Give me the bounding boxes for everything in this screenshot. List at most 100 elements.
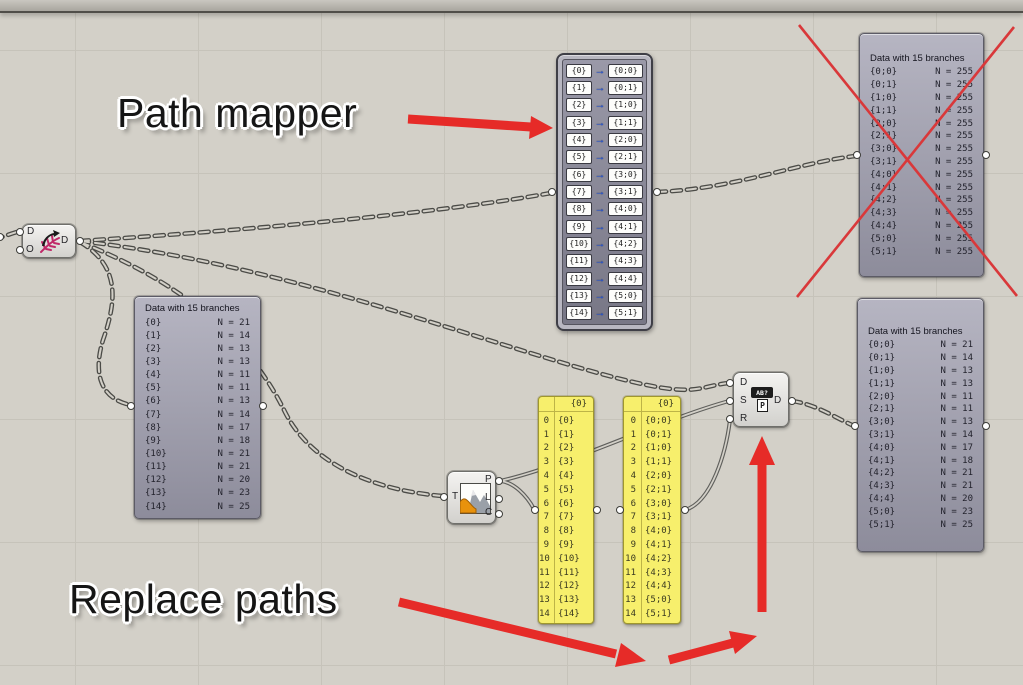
panel-row: {12}N = 20: [135, 474, 260, 487]
replace-output-d-port[interactable]: [788, 397, 796, 405]
row-index: 0: [543, 415, 549, 426]
source-data-panel[interactable]: Data with 15 branches {0}N = 21{1}N = 14…: [134, 296, 261, 519]
panel-row: {4;2}N = 255: [860, 194, 983, 207]
branch-path: {3;1}: [868, 429, 896, 440]
branch-path: {0;1}: [870, 80, 898, 91]
tree-stats-output-p-port[interactable]: [495, 477, 503, 485]
mapper-arrow-icon: →: [594, 185, 606, 198]
mapper-source-path: {5}: [566, 150, 592, 165]
replace-input-r-port[interactable]: [726, 415, 734, 423]
row-index: 13: [539, 595, 550, 606]
toolbar-bottom-edge: [0, 0, 1023, 13]
path-mapper-component[interactable]: {0}→{0;0}{1}→{0;1}{2}→{1;0}{3}→{1;1}{4}→…: [556, 53, 653, 331]
panel-row: {1;0}N = 13: [858, 365, 983, 378]
source-input-d-port[interactable]: [16, 228, 24, 236]
row-index: 10: [625, 553, 636, 564]
crossed-panel-output-port[interactable]: [982, 151, 990, 159]
yellow-panel-replacement-paths[interactable]: {0} 0{0;0}1{0;1}2{1;0}3{1;1}4{2;0}5{2;1}…: [623, 396, 681, 624]
branch-path: {4;2}: [870, 195, 898, 206]
panel-row: {5}N = 11: [135, 382, 260, 395]
panel-row: {4;1}N = 18: [858, 454, 983, 467]
panel-row: {4;0}N = 17: [858, 441, 983, 454]
result-data-panel[interactable]: Data with 15 branches {0;0}N = 21{0;1}N …: [857, 298, 984, 552]
row-path: {4;1}: [645, 540, 673, 551]
mapper-input-port[interactable]: [548, 188, 556, 196]
panel-row: {3;1}N = 255: [860, 156, 983, 169]
source-output-d-port[interactable]: [76, 237, 84, 245]
yellow-row: 10{10}: [539, 552, 593, 566]
tree-statistics-icon: [460, 483, 491, 514]
row-path: {4}: [558, 471, 575, 482]
mapper-source-path: {1}: [566, 80, 592, 95]
branch-path: {4;4}: [870, 220, 898, 231]
row-path: {9}: [558, 540, 575, 551]
tree-stats-input-t-port[interactable]: [440, 493, 448, 501]
yellow-right-input-port[interactable]: [616, 506, 624, 514]
row-path: {1}: [558, 429, 575, 440]
panel-row: {4}N = 11: [135, 369, 260, 382]
yellow-row: 11{4;3}: [624, 566, 680, 580]
branch-path: {8}: [145, 422, 162, 433]
branch-path: {0;1}: [868, 353, 896, 364]
branch-path: {2;0}: [868, 391, 896, 402]
source-panel-input-port[interactable]: [127, 402, 135, 410]
branch-path: {4;0}: [868, 442, 896, 453]
branch-count: N = 11: [940, 404, 973, 415]
mapper-target-path: {1;1}: [608, 115, 643, 130]
panel-row: {6}N = 13: [135, 395, 260, 408]
row-index: 12: [539, 581, 550, 592]
branch-count: N = 11: [217, 370, 250, 381]
row-index: 7: [630, 512, 636, 523]
row-index: 11: [539, 567, 550, 578]
result-panel-input-port[interactable]: [851, 422, 859, 430]
tree-stats-output-l-port[interactable]: [495, 495, 503, 503]
branch-path: {4;2}: [868, 468, 896, 479]
row-path: {1;1}: [645, 457, 673, 468]
input-label-o: O: [26, 244, 34, 255]
crossed-panel-input-port[interactable]: [853, 151, 861, 159]
yellow-left-output-port[interactable]: [593, 506, 601, 514]
row-index: 8: [543, 526, 549, 537]
branch-path: {5;1}: [868, 519, 896, 530]
source-panel-output-port[interactable]: [259, 402, 267, 410]
panel-row: {4;4}N = 255: [860, 220, 983, 233]
branch-count: N = 14: [217, 409, 250, 420]
mapper-row: {7}→{3;1}: [566, 183, 643, 200]
panel-row: {4;1}N = 255: [860, 181, 983, 194]
yellow-panel-search-paths[interactable]: {0} 0{0}1{1}2{2}3{3}4{4}5{5}6{6}7{7}8{8}…: [538, 396, 594, 624]
branch-path: {0}: [145, 317, 162, 328]
yellow-row: 9{4;1}: [624, 538, 680, 552]
yellow-row: 5{2;1}: [624, 483, 680, 497]
branch-count: N = 25: [217, 501, 250, 512]
branch-path: {4;1}: [870, 182, 898, 193]
branch-path: {10}: [145, 448, 167, 459]
mapper-arrow-icon: →: [594, 99, 606, 112]
branch-path: {6}: [145, 396, 162, 407]
branch-count: N = 13: [217, 343, 250, 354]
source-input-o-port[interactable]: [16, 246, 24, 254]
yellow-left-input-port[interactable]: [531, 506, 539, 514]
mapper-target-path: {4;0}: [608, 202, 643, 217]
input-label-d: D: [27, 226, 35, 237]
panel-row: {4;3}N = 21: [858, 480, 983, 493]
branch-path: {2}: [145, 343, 162, 354]
yellow-row: 1{0;1}: [624, 428, 680, 442]
tree-stats-output-c-port[interactable]: [495, 510, 503, 518]
row-index: 5: [630, 484, 636, 495]
output-label-c: C: [485, 507, 493, 518]
crossed-data-panel[interactable]: Data with 15 branches {0;0}N = 255{0;1}N…: [859, 33, 984, 277]
result-panel-output-port[interactable]: [982, 422, 990, 430]
yellow-right-output-port[interactable]: [681, 506, 689, 514]
branch-count: N = 20: [217, 475, 250, 486]
tree-statistics-component[interactable]: [447, 471, 496, 524]
replace-input-s-port[interactable]: [726, 397, 734, 405]
offscreen-port[interactable]: [0, 233, 4, 241]
mapper-arrow-icon: →: [594, 64, 606, 77]
mapper-arrow-icon: →: [594, 307, 606, 320]
replace-input-d-port[interactable]: [726, 379, 734, 387]
mapper-output-port[interactable]: [653, 188, 661, 196]
branch-path: {2;1}: [868, 404, 896, 415]
panel-title: Data with 15 branches: [870, 52, 965, 64]
tree-source-component[interactable]: [22, 224, 76, 258]
